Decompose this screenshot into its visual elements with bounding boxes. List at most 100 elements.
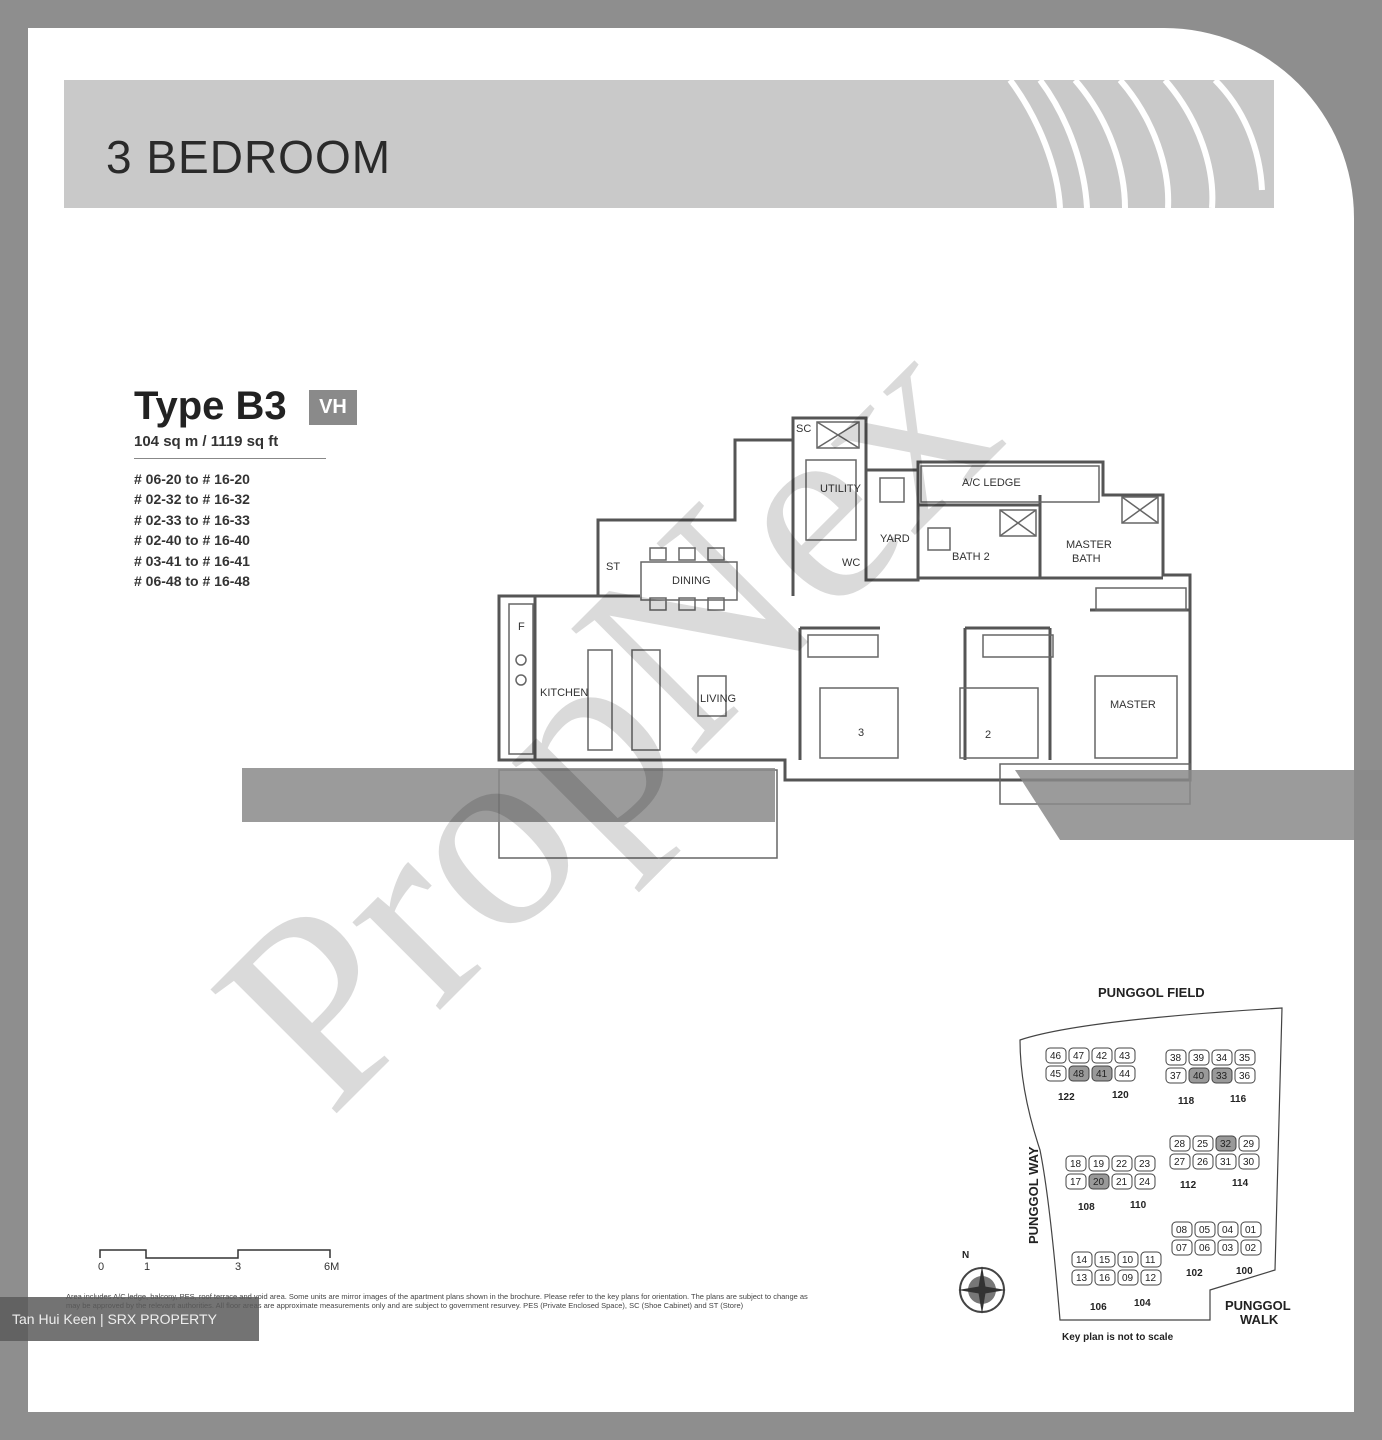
key-plan-unit [1169,1153,1191,1170]
key-plan-unit-number: 11 [1145,1255,1156,1266]
key-plan-unit-number: 46 [1050,1051,1062,1062]
plan-notes: Area includes A/C ledge, balcony, PES, r… [66,1292,808,1310]
unit-range: # 03-41 to # 16-41 [134,552,250,569]
key-plan-unit-number: 02 [1245,1243,1257,1254]
key-plan-unit-number: 38 [1170,1053,1182,1064]
key-plan-unit-number: 25 [1197,1139,1209,1150]
key-plan-unit-number: 44 [1119,1069,1131,1080]
key-plan-unit [1140,1251,1162,1268]
key-plan-unit-number: 32 [1220,1139,1232,1150]
block-label: 100 [1236,1266,1253,1277]
key-plan-unit-number: 08 [1176,1225,1188,1236]
key-plan-unit-number: 48 [1073,1069,1085,1080]
key-plan-unit [1211,1049,1233,1066]
compass-north-label: N [962,1250,969,1261]
key-plan-unit [1238,1153,1260,1170]
block-label: 120 [1112,1090,1129,1101]
road-punggol-walk: PUNGGOL [1225,1298,1291,1313]
key-plan-unit [1234,1049,1256,1066]
unit-type-title: Type B3 [134,384,287,428]
room-label-living: LIVING [700,693,736,705]
key-plan-unit-number: 45 [1050,1069,1062,1080]
key-plan-unit [1065,1155,1087,1172]
block-label: 116 [1230,1094,1247,1105]
key-plan-unit [1071,1251,1093,1268]
room-label-wc: WC [842,557,860,569]
key-plan-unit-number: 12 [1145,1273,1157,1284]
key-plan-unit [1217,1221,1239,1238]
key-plan-unit [1094,1269,1116,1286]
unit-type-block: Type B3 VH 104 sq m / 1119 sq ft # 06-20… [134,384,357,591]
key-plan-unit [1117,1269,1139,1286]
room-label-bed2: 2 [985,729,991,741]
key-plan-unit-number: 15 [1099,1255,1111,1266]
block-label: 106 [1090,1302,1107,1313]
key-plan-unit [1140,1269,1162,1286]
key-plan-unit [1094,1251,1116,1268]
block-label: 118 [1178,1096,1195,1107]
unit-range: # 06-20 to # 16-20 [134,471,250,487]
key-plan-unit [1188,1067,1210,1084]
key-plan-unit [1194,1221,1216,1238]
key-plan-unit-number: 21 [1116,1177,1128,1188]
key-plan-unit-number: 06 [1199,1243,1211,1254]
room-label-master: MASTER [1110,699,1156,711]
room-label-master-bath: MASTER [1066,539,1112,551]
key-plan-unit [1194,1239,1216,1256]
key-plan-unit [1234,1067,1256,1084]
key-plan-unit [1171,1221,1193,1238]
key-plan-unit-number: 42 [1096,1051,1108,1062]
room-label-ac-ledge: A/C LEDGE [962,477,1021,489]
key-plan-unit-number: 29 [1243,1139,1255,1150]
key-plan-unit-number: 09 [1122,1273,1134,1284]
key-plan-unit-number: 41 [1096,1069,1108,1080]
scale-tick-3: 3 [235,1261,241,1273]
key-plan-unit-number: 23 [1139,1159,1151,1170]
key-plan-unit [1134,1155,1156,1172]
key-plan-unit-number: 47 [1073,1051,1085,1062]
room-label-yard: YARD [880,533,910,545]
compass-icon: N [958,1250,1006,1314]
key-plan-unit [1215,1153,1237,1170]
key-plan-unit-number: 24 [1139,1177,1151,1188]
key-plan-unit-number: 17 [1070,1177,1082,1188]
key-plan-unit [1211,1067,1233,1084]
room-label-bath2: BATH 2 [952,551,990,563]
road-punggol-walk-2: WALK [1240,1312,1279,1327]
key-plan-unit [1134,1173,1156,1190]
unit-range: # 06-48 to # 16-48 [134,572,250,589]
key-plan-unit-number: 40 [1193,1071,1205,1082]
key-plan-unit-number: 14 [1076,1255,1088,1266]
key-plan-unit [1192,1153,1214,1170]
unit-range: # 02-40 to # 16-40 [134,532,250,549]
divider [134,458,326,459]
key-plan-unit-number: 31 [1220,1157,1232,1168]
block-label: 110 [1130,1200,1147,1211]
key-plan-unit-number: 33 [1216,1071,1228,1082]
key-plan-unit-number: 43 [1119,1051,1131,1062]
key-plan-unit-number: 16 [1099,1273,1111,1284]
block-label: 102 [1186,1268,1203,1279]
room-label-master-bath-2: BATH [1072,553,1101,565]
key-plan-unit [1240,1221,1262,1238]
key-plan-unit [1165,1049,1187,1066]
unit-range: # 02-32 to # 16-32 [134,491,250,508]
key-plan-unit-number: 28 [1174,1139,1186,1150]
key-plan-unit [1111,1173,1133,1190]
key-plan-unit-number: 39 [1193,1053,1205,1064]
road-punggol-field: PUNGGOL FIELD [1098,985,1205,1000]
key-plan-unit [1117,1251,1139,1268]
key-plan-unit [1045,1047,1067,1064]
unit-list: # 06-20 to # 16-20 # 02-32 to # 16-32 # … [134,469,357,591]
unit-range: # 02-33 to # 16-33 [134,511,250,528]
key-plan-unit [1238,1135,1260,1152]
key-plan-unit [1217,1239,1239,1256]
key-plan-unit-number: 03 [1222,1243,1234,1254]
room-label-bed3: 3 [858,727,864,739]
block-label: 104 [1134,1298,1151,1309]
block-label: 108 [1078,1202,1095,1213]
key-plan-unit-number: 01 [1245,1225,1257,1236]
